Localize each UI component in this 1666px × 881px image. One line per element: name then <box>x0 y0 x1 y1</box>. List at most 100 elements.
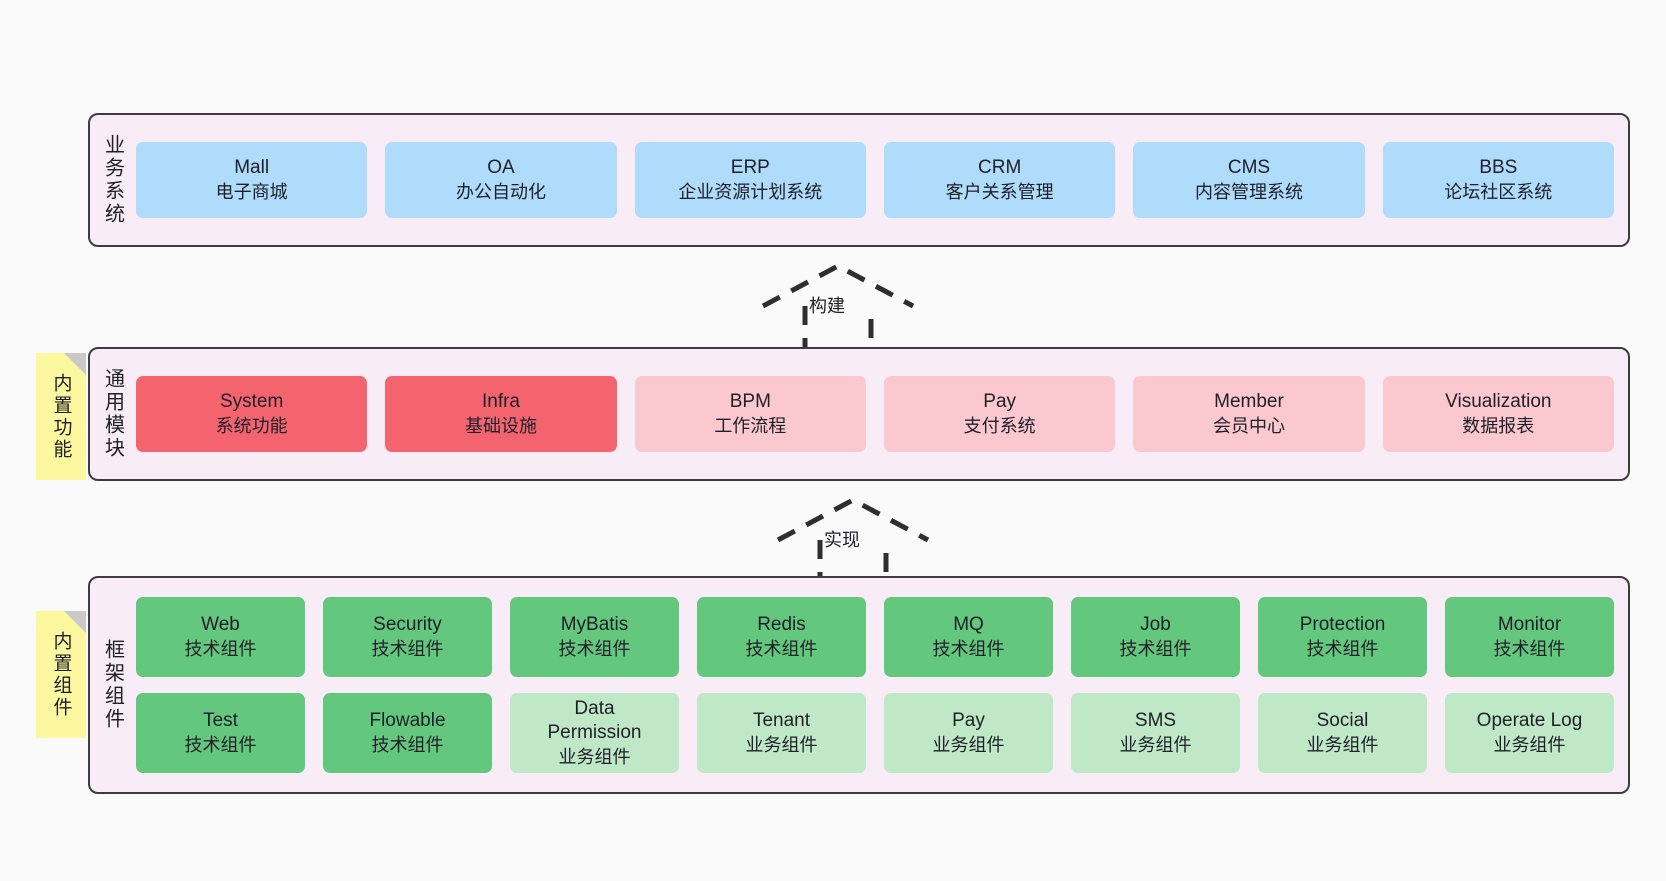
node-title: Data Permission <box>547 697 642 744</box>
note-fold-corner-icon <box>64 353 86 375</box>
node-title: Member <box>1214 390 1284 412</box>
node-subtitle: 技术组件 <box>558 638 631 659</box>
node-title: SMS <box>1134 709 1177 731</box>
node-title: Pay <box>952 709 985 731</box>
connector-implement-label: 实现 <box>824 530 860 550</box>
node-subtitle: 技术组件 <box>184 638 257 659</box>
node-title: MyBatis <box>560 613 629 635</box>
node-subtitle: 业务组件 <box>932 734 1005 755</box>
node-web[interactable]: Web 技术组件 <box>136 597 305 677</box>
note-fold-corner-icon <box>64 611 86 633</box>
node-title: System <box>219 390 284 412</box>
node-subtitle: 技术组件 <box>1493 638 1566 659</box>
node-flowable[interactable]: Flowable 技术组件 <box>323 693 492 773</box>
node-infra[interactable]: Infra 基础设施 <box>385 376 617 452</box>
node-subtitle: 工作流程 <box>714 415 787 436</box>
layer-framework-components: 框架组件 Web 技术组件 Security 技术组件 MyBatis 技术组件… <box>88 576 1630 794</box>
node-crm[interactable]: CRM 客户关系管理 <box>883 142 1116 218</box>
layer-common-modules: 通用模块 System 系统功能 Infra 基础设施 BPM 工作流程 Pay… <box>88 347 1630 481</box>
node-protection[interactable]: Protection 技术组件 <box>1258 597 1427 677</box>
node-system[interactable]: System 系统功能 <box>136 376 368 452</box>
node-title: Pay <box>983 390 1017 412</box>
connector-build: 构建 <box>753 258 923 358</box>
layer-body-framework-components: Web 技术组件 Security 技术组件 MyBatis 技术组件 Redi… <box>136 578 1628 792</box>
node-subtitle: 业务组件 <box>558 747 631 767</box>
node-title: Mall <box>234 156 270 178</box>
node-title: Security <box>373 613 442 635</box>
node-title: CMS <box>1227 156 1271 178</box>
node-title: Infra <box>481 390 520 412</box>
node-subtitle: 技术组件 <box>745 638 818 659</box>
node-subtitle: 电子商城 <box>215 181 288 202</box>
node-title: Web <box>201 613 240 635</box>
node-title: Flowable <box>369 709 446 731</box>
note-label: 内置组件 <box>50 630 72 719</box>
node-job[interactable]: Job 技术组件 <box>1071 597 1240 677</box>
node-subtitle: 支付系统 <box>963 415 1036 436</box>
row-business-systems: Mall 电子商城 OA 办公自动化 ERP 企业资源计划系统 CRM 客户关系… <box>136 142 1614 218</box>
node-title: ERP <box>730 156 770 178</box>
node-title: Test <box>203 709 238 731</box>
node-member[interactable]: Member 会员中心 <box>1133 376 1365 452</box>
node-title: Protection <box>1299 613 1386 635</box>
node-monitor[interactable]: Monitor 技术组件 <box>1445 597 1614 677</box>
node-subtitle: 系统功能 <box>215 415 288 436</box>
node-title: OA <box>487 156 515 178</box>
row-common-modules: System 系统功能 Infra 基础设施 BPM 工作流程 Pay 支付系统… <box>136 376 1614 452</box>
note-builtin-components: 内置组件 <box>36 611 86 738</box>
row-business-components: Test 技术组件 Flowable 技术组件 Data Permission … <box>136 693 1614 773</box>
node-subtitle: 论坛社区系统 <box>1444 181 1553 202</box>
node-subtitle: 内容管理系统 <box>1194 181 1303 202</box>
node-subtitle: 业务组件 <box>745 734 818 755</box>
note-builtin-features: 内置功能 <box>36 353 86 480</box>
node-title: MQ <box>953 613 984 635</box>
node-cms[interactable]: CMS 内容管理系统 <box>1133 142 1365 218</box>
node-title: Monitor <box>1497 613 1562 635</box>
node-bbs[interactable]: BBS 论坛社区系统 <box>1382 142 1614 218</box>
node-title: BBS <box>1479 156 1518 178</box>
node-subtitle: 技术组件 <box>371 734 444 755</box>
node-security[interactable]: Security 技术组件 <box>323 597 492 677</box>
node-subtitle: 技术组件 <box>184 734 257 755</box>
node-subtitle: 基础设施 <box>464 415 537 436</box>
node-mq[interactable]: MQ 技术组件 <box>884 597 1053 677</box>
layer-body-common-modules: System 系统功能 Infra 基础设施 BPM 工作流程 Pay 支付系统… <box>136 349 1628 479</box>
node-title: Job <box>1140 613 1171 635</box>
node-redis[interactable]: Redis 技术组件 <box>697 597 866 677</box>
node-subtitle: 技术组件 <box>1306 638 1379 659</box>
node-pay-module[interactable]: Pay 支付系统 <box>883 376 1116 452</box>
node-subtitle: 数据报表 <box>1462 415 1535 436</box>
node-subtitle: 技术组件 <box>932 638 1005 659</box>
node-operate-log[interactable]: Operate Log 业务组件 <box>1445 693 1614 773</box>
node-bpm[interactable]: BPM 工作流程 <box>634 376 866 452</box>
node-test[interactable]: Test 技术组件 <box>136 693 305 773</box>
node-tenant[interactable]: Tenant 业务组件 <box>697 693 866 773</box>
node-sms[interactable]: SMS 业务组件 <box>1071 693 1240 773</box>
node-title: Social <box>1316 709 1369 731</box>
node-subtitle: 办公自动化 <box>455 181 546 202</box>
node-subtitle: 技术组件 <box>1119 638 1192 659</box>
node-subtitle: 企业资源计划系统 <box>678 181 823 202</box>
node-subtitle: 业务组件 <box>1306 734 1379 755</box>
node-subtitle: 会员中心 <box>1212 415 1285 436</box>
layer-title-common-modules: 通用模块 <box>101 368 124 460</box>
node-title: Operate Log <box>1476 709 1583 731</box>
node-title: Redis <box>757 613 806 635</box>
layer-business-systems: 业务系统 Mall 电子商城 OA 办公自动化 ERP 企业资源计划系统 CRM… <box>88 113 1630 247</box>
node-subtitle: 业务组件 <box>1493 734 1566 755</box>
layer-title-business-systems: 业务系统 <box>101 134 124 226</box>
node-mybatis[interactable]: MyBatis 技术组件 <box>510 597 679 677</box>
layer-title-framework-components: 框架组件 <box>101 639 124 731</box>
node-social[interactable]: Social 业务组件 <box>1258 693 1427 773</box>
node-pay-component[interactable]: Pay 业务组件 <box>884 693 1053 773</box>
node-oa[interactable]: OA 办公自动化 <box>385 142 617 218</box>
note-label: 内置功能 <box>50 372 72 461</box>
node-visualization[interactable]: Visualization 数据报表 <box>1382 376 1614 452</box>
node-mall[interactable]: Mall 电子商城 <box>136 142 368 218</box>
node-data-permission[interactable]: Data Permission 业务组件 <box>510 693 679 773</box>
row-tech-components: Web 技术组件 Security 技术组件 MyBatis 技术组件 Redi… <box>136 597 1614 677</box>
node-erp[interactable]: ERP 企业资源计划系统 <box>634 142 866 218</box>
node-title: Visualization <box>1445 390 1552 412</box>
connector-build-label: 构建 <box>809 296 845 316</box>
